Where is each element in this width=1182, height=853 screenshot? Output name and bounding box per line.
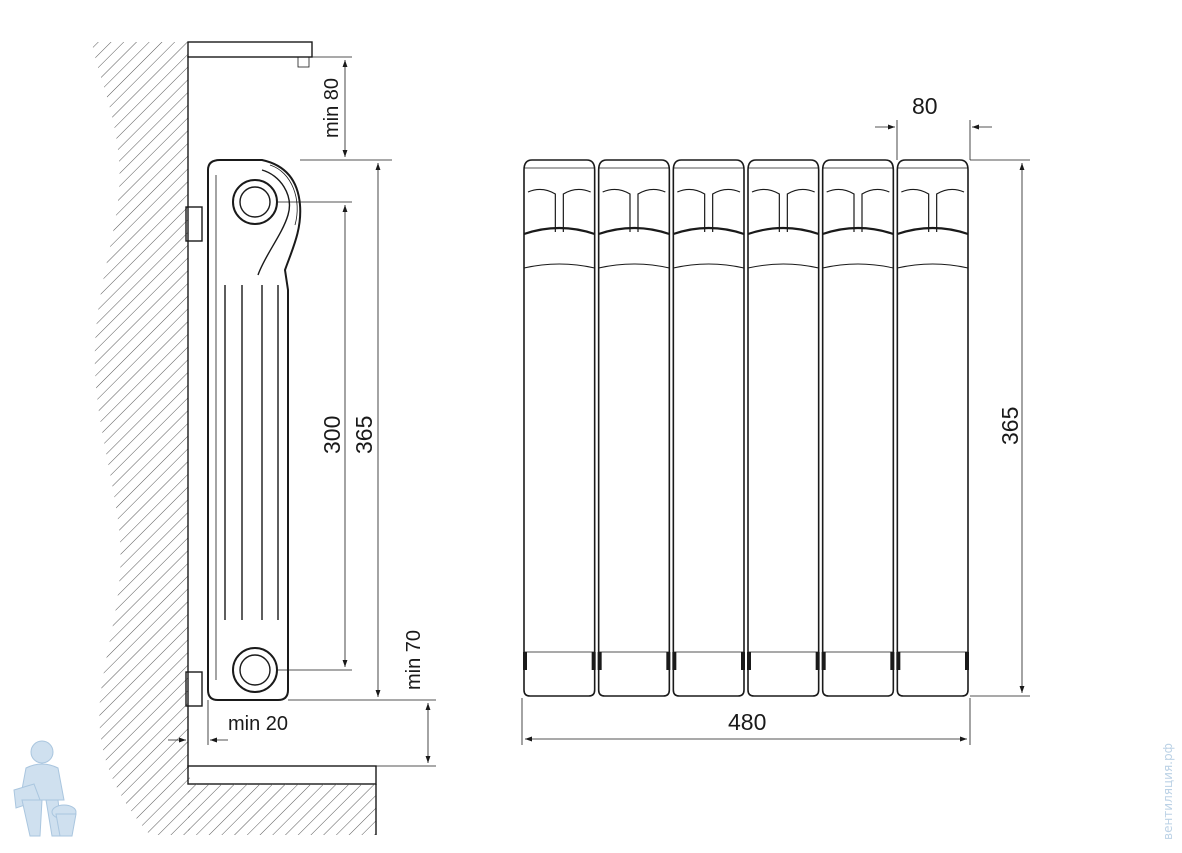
side-height-label: 365: [351, 416, 377, 454]
watermark-text: вентиляция.рф: [1161, 743, 1175, 840]
radiator-section: [523, 159, 596, 697]
side-dimension-lines: [168, 56, 436, 767]
radiator-side-view: [185, 159, 302, 707]
window-sill: [187, 41, 313, 68]
section-width-label: 80: [912, 93, 938, 119]
floor-slab: [187, 765, 377, 835]
front-dimension-lines: [521, 120, 1030, 745]
clearance-bottom-label: min 70: [403, 630, 425, 690]
plumber-logo-icon: [13, 740, 77, 837]
radiator-front-view: [523, 159, 969, 697]
radiator-section: [597, 159, 671, 697]
radiator-section: [672, 159, 745, 697]
axis-distance-label: 300: [319, 416, 345, 454]
total-width-label: 480: [728, 709, 766, 735]
wall-section: [92, 42, 190, 835]
radiator-section: [896, 159, 969, 697]
radiator-section: [747, 159, 820, 697]
wall-gap-label: min 20: [228, 713, 288, 735]
radiator-section: [821, 159, 895, 697]
clearance-top-label: min 80: [321, 78, 343, 138]
front-height-label: 365: [997, 407, 1023, 445]
